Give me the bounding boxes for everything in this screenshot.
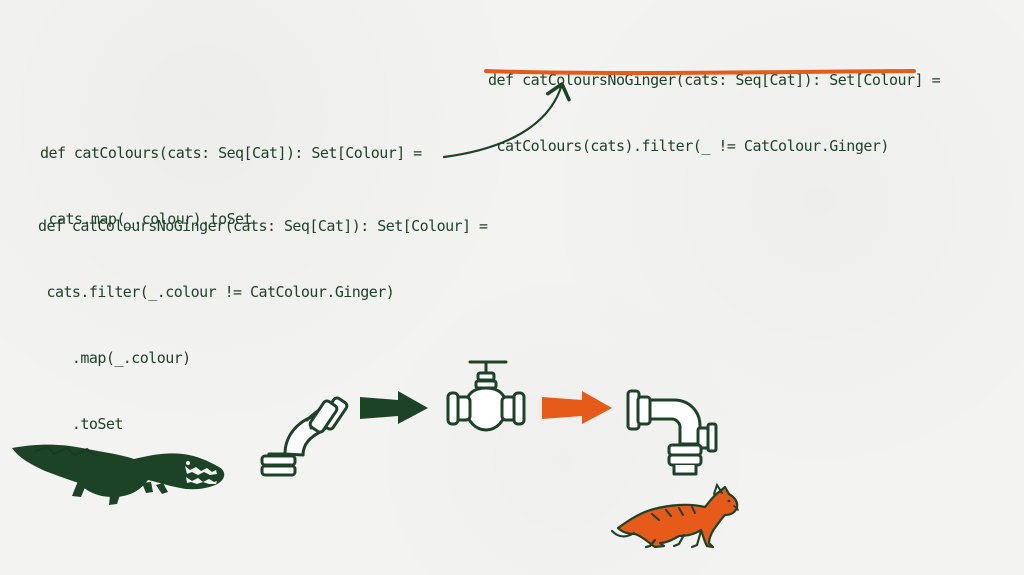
code-line-left-second-4: .toSet: [38, 415, 123, 433]
code-line-top-right-2: catColours(cats).filter(_ != CatColour.G…: [488, 137, 890, 155]
outlet-pipe-icon: [626, 389, 718, 476]
ginger-cat-icon: [610, 482, 739, 549]
elbow-pipe-icon: [260, 396, 349, 477]
code-line-left-first-1: def catColours(cats: Seq[Cat]): Set[Colo…: [40, 144, 422, 162]
valve-pipe-icon: [446, 360, 526, 432]
code-line-left-second-3: .map(_.colour): [38, 349, 191, 367]
code-line-top-right-1: def catColoursNoGinger(cats: Seq[Cat]): …: [488, 71, 941, 89]
code-block-left-first: def catColours(cats: Seq[Cat]): Set[Colo…: [40, 98, 422, 274]
curved-arrow-icon: [442, 82, 571, 159]
code-line-left-second-2: cats.filter(_.colour != CatColour.Ginger…: [38, 283, 395, 301]
crocodile-icon: [12, 444, 225, 505]
orange-arrow-icon: [542, 391, 612, 424]
code-line-left-first-2: cats.map(_.colour).toSet: [40, 210, 253, 228]
dark-green-arrow-icon: [360, 391, 428, 424]
code-line-left-second-1: def catColoursNoGinger(cats: Seq[Cat]): …: [38, 217, 488, 235]
code-block-left-second: def catColoursNoGinger(cats: Seq[Cat]): …: [38, 171, 488, 479]
orange-underline: [484, 69, 916, 76]
code-block-top-right: def catColoursNoGinger(cats: Seq[Cat]): …: [488, 25, 941, 201]
